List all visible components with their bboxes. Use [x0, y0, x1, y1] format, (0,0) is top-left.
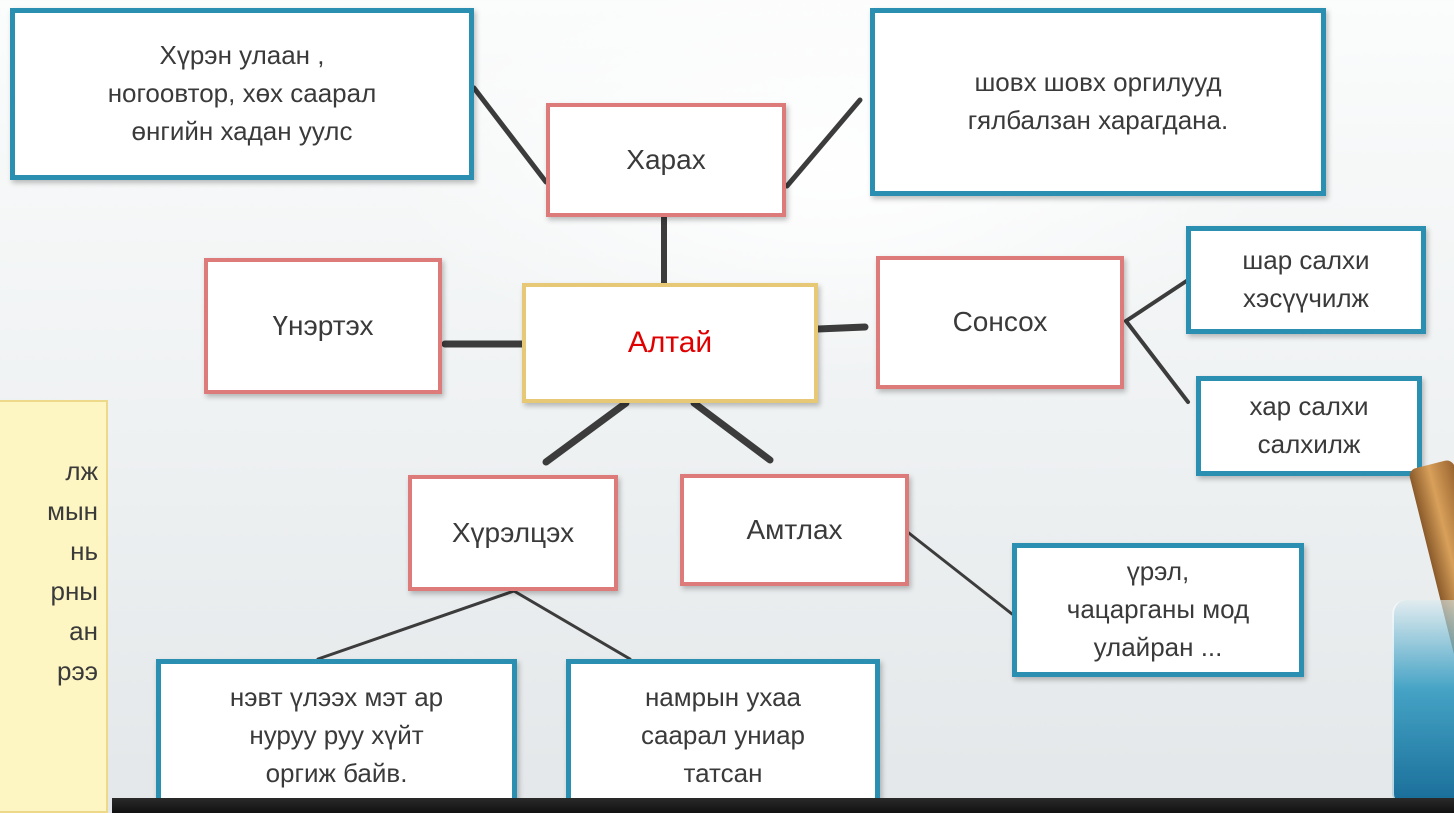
detail-touch-left: нэвт үлээх мэт ар нуруу руу хүйт оргиж б… [156, 659, 517, 813]
side-note-line: ан [69, 616, 98, 646]
detail-hear-bottom: хар салхи салхилж [1196, 376, 1422, 476]
side-note-line: рны [50, 576, 98, 606]
detail-hear-bottom-text: хар салхи салхилж [1249, 391, 1369, 459]
connector-see-left [471, 85, 549, 185]
detail-taste: үрэл, чацарганы мод улайран ... [1012, 543, 1304, 677]
sense-node-taste: Амтлах [680, 474, 909, 586]
detail-see-left: Хүрэн улаан , ногоовтор, хөх саарал өнги… [10, 8, 474, 180]
detail-hear-top-text: шар салхи хэсүүчилж [1242, 245, 1370, 313]
sense-node-touch: Хүрэлцэх [408, 475, 618, 591]
paint-jar-illustration [1392, 600, 1454, 800]
connector-hear-center [814, 323, 869, 333]
detail-see-right: шовх шовх оргилууд гялбалзан харагдана. [870, 8, 1326, 196]
sense-node-hear: Сонсох [876, 256, 1124, 389]
sense-label-touch: Хүрэлцэх [451, 516, 575, 548]
detail-touch-right: намрын ухаа саарал униар татсан [566, 659, 880, 813]
detail-touch-right-text: намрын ухаа саарал униар татсан [640, 682, 806, 788]
connector-touch-left [316, 589, 516, 661]
center-label: Алтай [627, 326, 713, 360]
center-node: Алтай [522, 283, 818, 403]
connector-hear-top [1124, 278, 1190, 323]
sense-label-see: Харах [626, 143, 706, 175]
connector-taste-detail [903, 528, 1014, 616]
detail-see-left-text: Хүрэн улаан , ногоовтор, хөх саарал өнги… [107, 40, 377, 146]
connector-see-right [784, 97, 863, 189]
connector-touch-center [542, 399, 630, 466]
sense-node-see: Харах [546, 103, 786, 217]
side-note: лж мын нь рны ан рээ [0, 400, 108, 813]
side-note-line: лж [65, 456, 98, 486]
detail-hear-top: шар салхи хэсүүчилж [1186, 226, 1426, 334]
sense-label-hear: Сонсох [952, 306, 1048, 338]
connector-hear-bottom [1124, 319, 1190, 404]
detail-see-right-text: шовх шовх оргилууд гялбалзан харагдана. [967, 67, 1229, 135]
bottom-band [112, 798, 1454, 813]
detail-touch-left-text: нэвт үлээх мэт ар нуруу руу хүйт оргиж б… [229, 682, 444, 788]
sense-label-taste: Амтлах [746, 513, 843, 545]
detail-taste-text: үрэл, чацарганы мод улайран ... [1066, 556, 1250, 662]
side-note-line: мын [47, 496, 98, 526]
sense-node-smell: Үнэртэх [204, 258, 442, 394]
side-note-line: нь [70, 536, 98, 566]
side-note-line: рээ [57, 656, 98, 686]
sense-label-smell: Үнэртэх [272, 309, 374, 341]
connector-touch-right [512, 589, 632, 661]
connector-taste-center [690, 399, 774, 464]
